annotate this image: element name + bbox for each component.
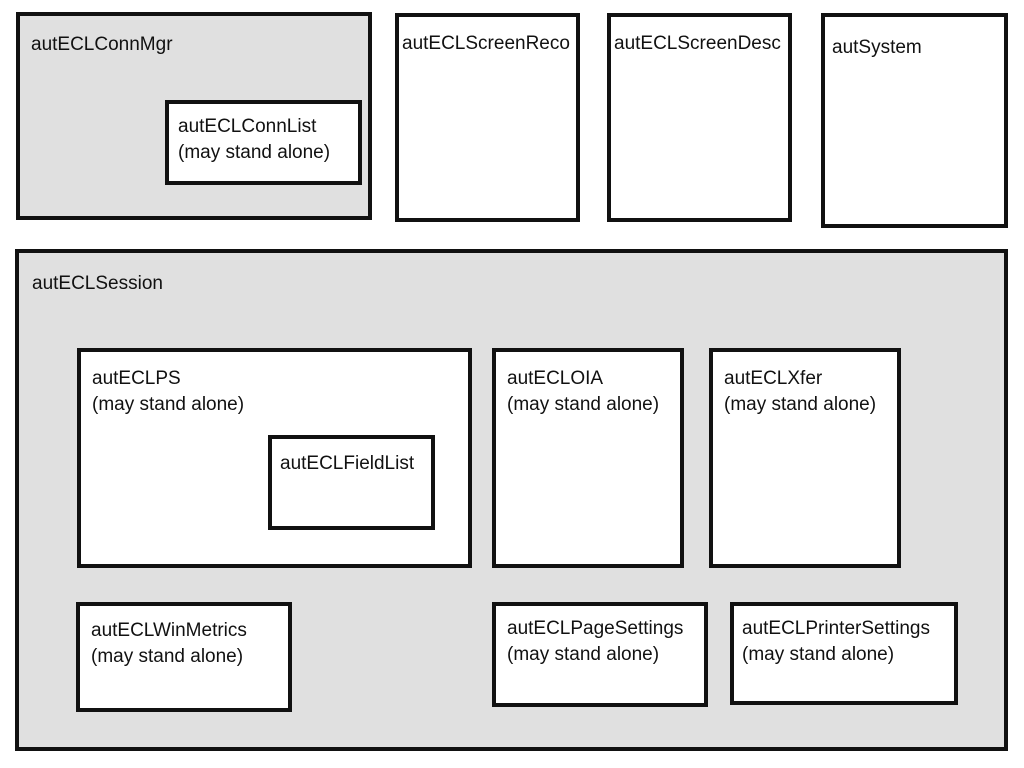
box-autECLConnList: autECLConnList (may stand alone) [165,100,362,185]
box-title: autECLOIA [507,368,604,389]
box-note: (may stand alone) [91,646,244,667]
box-autECLPS: autECLPS (may stand alone) autECLFieldLi… [77,348,472,568]
box-note: (may stand alone) [507,394,660,415]
box-autECLWinMetrics: autECLWinMetrics (may stand alone) [76,602,292,712]
box-label: autECLScreenDesc [614,31,781,57]
box-autECLPrinterSettings: autECLPrinterSettings (may stand alone) [730,602,958,705]
box-label: autSystem [832,35,922,61]
box-autECLFieldList: autECLFieldList [268,435,435,530]
box-note: (may stand alone) [178,142,331,163]
box-autECLOIA: autECLOIA (may stand alone) [492,348,684,568]
box-label: autECLPageSettings (may stand alone) [507,616,683,668]
box-title: autECLSession [32,273,163,294]
box-autECLScreenReco: autECLScreenReco [395,13,580,222]
box-note: (may stand alone) [507,644,660,665]
box-autECLScreenDesc: autECLScreenDesc [607,13,792,222]
box-autECLSession: autECLSession autECLPS (may stand alone)… [15,249,1008,751]
box-label: autECLScreenReco [402,31,570,57]
box-label: autECLPrinterSettings (may stand alone) [742,616,930,668]
box-note: (may stand alone) [92,394,245,415]
box-title: autSystem [832,37,922,58]
box-title: autECLPS [92,368,181,389]
box-title: autECLXfer [724,368,823,389]
box-label: autECLPS (may stand alone) [92,366,244,418]
box-label: autECLConnList (may stand alone) [178,114,330,166]
box-autECLXfer: autECLXfer (may stand alone) [709,348,901,568]
box-label: autECLOIA (may stand alone) [507,366,659,418]
box-label: autECLSession [32,271,163,297]
box-title: autECLScreenReco [402,33,570,54]
box-autECLConnMgr: autECLConnMgr autECLConnList (may stand … [16,12,372,220]
box-note: (may stand alone) [742,644,895,665]
box-title: autECLPageSettings [507,618,684,639]
box-title: autECLScreenDesc [614,33,781,54]
box-label: autECLConnMgr [31,32,173,58]
box-autSystem: autSystem [821,13,1008,228]
box-title: autECLFieldList [280,453,415,474]
box-title: autECLPrinterSettings [742,618,930,639]
box-label: autECLFieldList [280,451,414,477]
box-autECLPageSettings: autECLPageSettings (may stand alone) [492,602,708,707]
box-note: (may stand alone) [724,394,877,415]
box-title: autECLConnList [178,116,317,137]
box-title: autECLWinMetrics [91,620,247,641]
box-label: autECLXfer (may stand alone) [724,366,876,418]
box-label: autECLWinMetrics (may stand alone) [91,618,247,670]
box-title: autECLConnMgr [31,34,173,55]
